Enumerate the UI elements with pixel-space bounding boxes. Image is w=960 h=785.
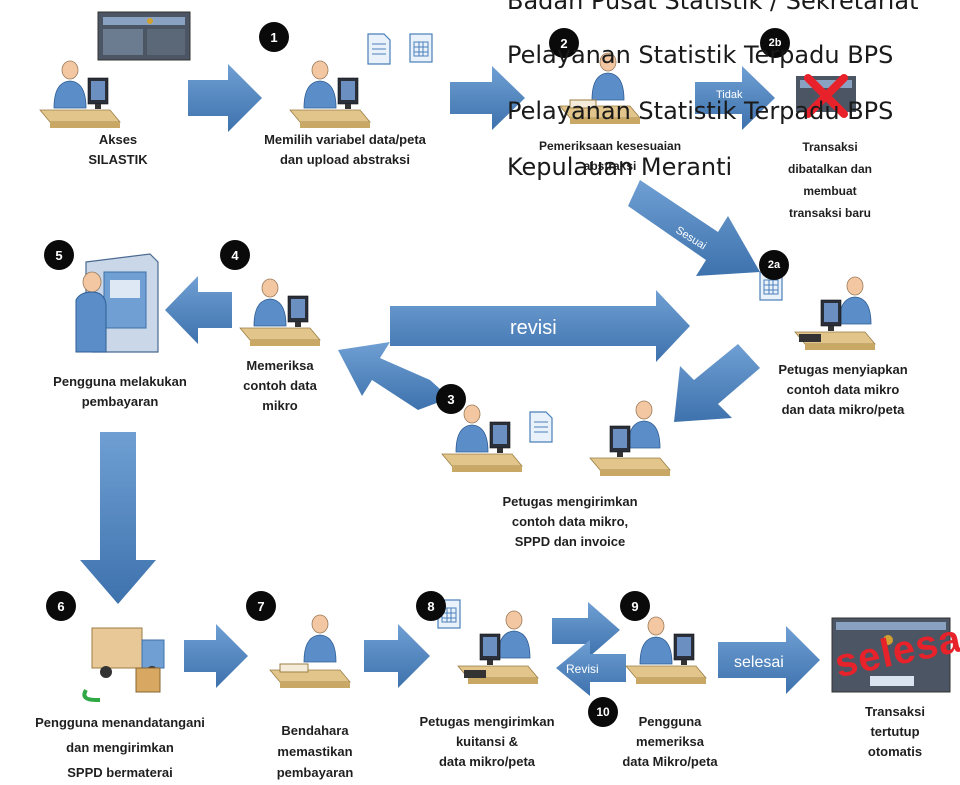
step3-user-icon xyxy=(441,404,523,473)
step1-label: Memilih variabel data/peta dan upload ab… xyxy=(264,132,426,167)
step9-user-icon xyxy=(625,616,707,685)
arrow-1-to-2 xyxy=(450,66,525,130)
step10-badge: 10 xyxy=(588,697,618,727)
step2-officer-icon xyxy=(559,52,641,125)
arrow-4-to-5 xyxy=(165,276,232,344)
step9-badge: 9 xyxy=(620,591,650,621)
step2a-officer-icon xyxy=(794,276,876,351)
step6-delivery-truck-icon xyxy=(82,627,165,702)
step8-label: Petugas mengirimkan kuitansi & data mikr… xyxy=(419,714,555,769)
arrow-5-to-6 xyxy=(80,432,156,604)
step7-treasurer-icon xyxy=(269,614,351,689)
final-label: Transaksi tertutup otomatis xyxy=(865,704,925,759)
arrow-6-to-7 xyxy=(184,624,248,688)
step4-user-icon xyxy=(239,278,321,347)
document-icon xyxy=(367,33,391,65)
arrow-selesai: selesai xyxy=(718,626,820,694)
step9-label: Pengguna memeriksa data Mikro/peta xyxy=(622,714,718,769)
arrow-revisi-top: revisi xyxy=(390,290,690,362)
arrow-tidak-label: Tidak xyxy=(716,89,743,101)
header-line2: Pelayanan Statistik Terpadu BPS xyxy=(507,41,894,69)
step5-label: Pengguna melakukan pembayaran xyxy=(53,374,187,409)
step7-label: Bendahara memastikan pembayaran xyxy=(276,723,354,780)
step8-badge: 8 xyxy=(416,591,446,621)
step3-officer-icon xyxy=(589,400,671,477)
arrow-akses-to-1 xyxy=(188,64,262,132)
step4-badge: 4 xyxy=(220,240,250,270)
arrow-tidak: Tidak xyxy=(695,66,775,130)
step5-badge: 5 xyxy=(44,240,74,270)
step4-label: Memeriksa contoh data mikro xyxy=(243,358,317,413)
step6-label: Pengguna menandatangani dan mengirimkan … xyxy=(35,715,205,780)
step1-badge: 1 xyxy=(259,22,289,52)
header-line1: Badan Pusat Statistik / Sekretariat xyxy=(507,0,919,15)
step2b-badge: 2b xyxy=(760,28,790,58)
step5-payment-machine-icon xyxy=(75,253,159,353)
arrow-3-to-4 xyxy=(338,342,450,410)
step2a-badge: 2a xyxy=(759,250,789,280)
step3-badge: 3 xyxy=(436,384,466,414)
arrow-2a-to-3 xyxy=(674,344,760,422)
step6-badge: 6 xyxy=(46,591,76,621)
header-line3: Pelayanan Statistik Terpadu BPS xyxy=(507,97,894,125)
header-line4: Kepulauan Meranti xyxy=(507,153,733,181)
akses-label: Akses SILASTIK xyxy=(88,132,148,167)
step2a-label: Petugas menyiapkan contoh data mikro dan… xyxy=(778,362,908,417)
step2b-label: Transaksi dibatalkan dan membuat transak… xyxy=(787,140,873,220)
akses-user-icon xyxy=(39,60,121,129)
arrow-selesai-label: selesai xyxy=(734,654,784,671)
arrow-revisi-bottom: Revisi xyxy=(556,640,626,696)
spreadsheet-icon xyxy=(409,33,433,63)
silastik-screenshot-icon xyxy=(97,11,191,61)
step2b-cancel-icon xyxy=(796,74,856,118)
step1-user-icon xyxy=(289,60,371,129)
step8-officer-icon xyxy=(457,610,539,685)
final-screenshot-icon xyxy=(831,617,951,693)
step7-badge: 7 xyxy=(246,591,276,621)
step2-label: Pemeriksaan kesesuaian abstraksi xyxy=(538,139,682,173)
arrow-8-to-9 xyxy=(552,602,620,658)
step2-badge: 2 xyxy=(549,28,579,58)
arrow-7-to-8 xyxy=(364,624,430,688)
arrow-revisi-top-label: revisi xyxy=(510,317,557,339)
step3-document-icon xyxy=(529,411,553,443)
arrow-sesuai: Sesuai xyxy=(628,180,760,276)
arrow-revisi-bottom-label: Revisi xyxy=(566,662,599,676)
step3-label: Petugas mengirimkan contoh data mikro, S… xyxy=(502,494,638,549)
